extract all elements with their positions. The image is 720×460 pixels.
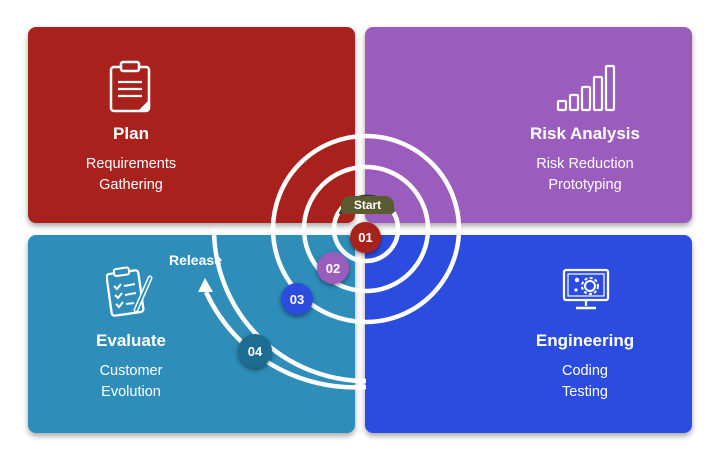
evaluate-quadrant <box>28 235 355 433</box>
release-label: Release <box>169 252 222 268</box>
bar-chart-icon <box>556 64 616 112</box>
step-03-badge: 03 <box>281 283 313 315</box>
clipboard-icon <box>109 60 151 113</box>
evaluate-line-2: Evolution <box>101 384 161 400</box>
start-label: Start <box>341 196 394 214</box>
engineering-quadrant <box>365 235 692 433</box>
engineering-text: Engineering Coding Testing <box>505 331 665 403</box>
engineering-line-2: Testing <box>562 384 608 400</box>
plan-text: Plan Requirements Gathering <box>51 124 211 196</box>
checklist-pencil-icon <box>106 266 153 317</box>
risk-analysis-quadrant <box>365 27 692 223</box>
step-01-badge: 01 <box>350 222 381 253</box>
plan-title: Plan <box>113 124 149 143</box>
risk-title: Risk Analysis <box>530 124 640 143</box>
plan-quadrant <box>28 27 355 223</box>
evaluate-text: Evaluate Customer Evolution <box>51 331 211 403</box>
engineering-title: Engineering <box>535 331 635 350</box>
step-04-badge: 04 <box>238 334 272 368</box>
monitor-gear-icon <box>562 268 610 310</box>
step-02-badge: 02 <box>317 252 349 284</box>
risk-line-1: Risk Reduction <box>536 156 634 172</box>
plan-line-2: Gathering <box>99 177 163 193</box>
evaluate-title: Evaluate <box>96 331 166 350</box>
risk-text: Risk Analysis Risk Reduction Prototyping <box>505 124 665 196</box>
engineering-line-1: Coding <box>562 363 608 379</box>
evaluate-line-1: Customer <box>99 363 163 379</box>
risk-line-2: Prototyping <box>548 177 622 193</box>
plan-line-1: Requirements <box>85 156 177 172</box>
